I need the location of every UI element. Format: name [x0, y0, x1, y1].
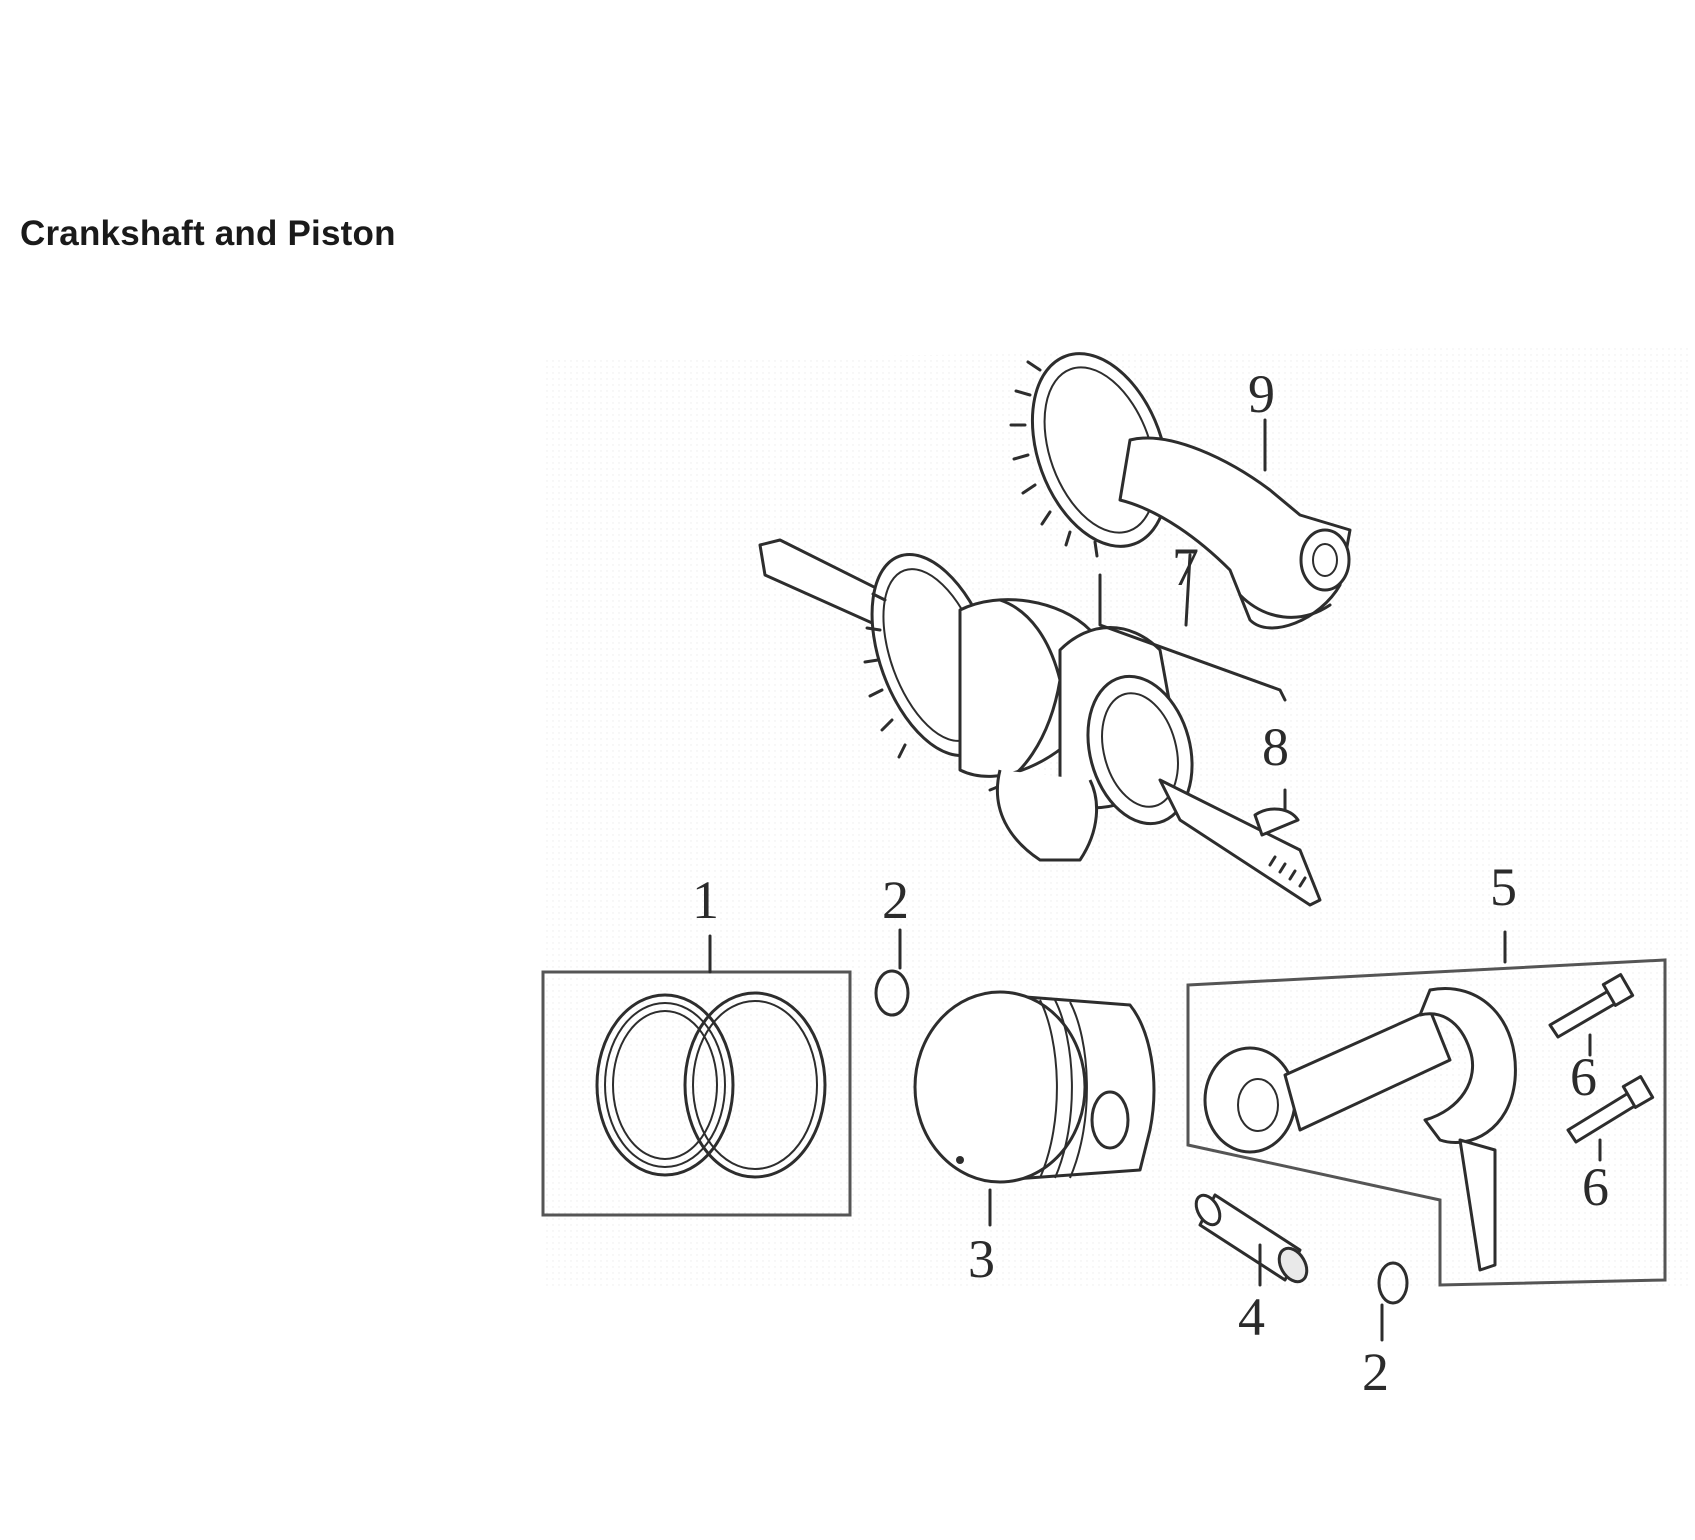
- part-4-piston-pin: [1194, 1193, 1309, 1284]
- part-6-bolt-lower: [1566, 1075, 1655, 1144]
- callout-3: 3: [968, 1229, 995, 1289]
- callout-5: 5: [1490, 857, 1517, 917]
- callout-2-left: 2: [882, 870, 909, 930]
- part-1-piston-rings: [595, 991, 827, 1179]
- callout-6-lower: 6: [1582, 1157, 1609, 1217]
- part-9-balancer-shaft: [1009, 352, 1352, 630]
- part-1-box: [541, 970, 852, 1217]
- callout-2-right: 2: [1362, 1342, 1389, 1402]
- part-2-circlip-left: [874, 969, 910, 1017]
- leader-line-7: [1184, 553, 1192, 627]
- callout-7: 7: [1172, 537, 1199, 597]
- part-3-piston: [913, 990, 1156, 1184]
- part-2-circlip-right: [1377, 1261, 1409, 1305]
- part-5-connecting-rod: [1203, 987, 1517, 1272]
- page-title: Crankshaft and Piston: [20, 214, 396, 253]
- callout-1: 1: [692, 870, 719, 930]
- part-6-bolt-upper: [1548, 973, 1635, 1039]
- part-5-box: [1186, 958, 1667, 1287]
- callout-4: 4: [1238, 1287, 1265, 1347]
- callout-9: 9: [1248, 364, 1275, 424]
- part-7-crankshaft: [758, 538, 1322, 907]
- callout-8: 8: [1262, 717, 1289, 777]
- callout-6-upper: 6: [1570, 1047, 1597, 1107]
- leader-bracket-7: [1098, 573, 1287, 702]
